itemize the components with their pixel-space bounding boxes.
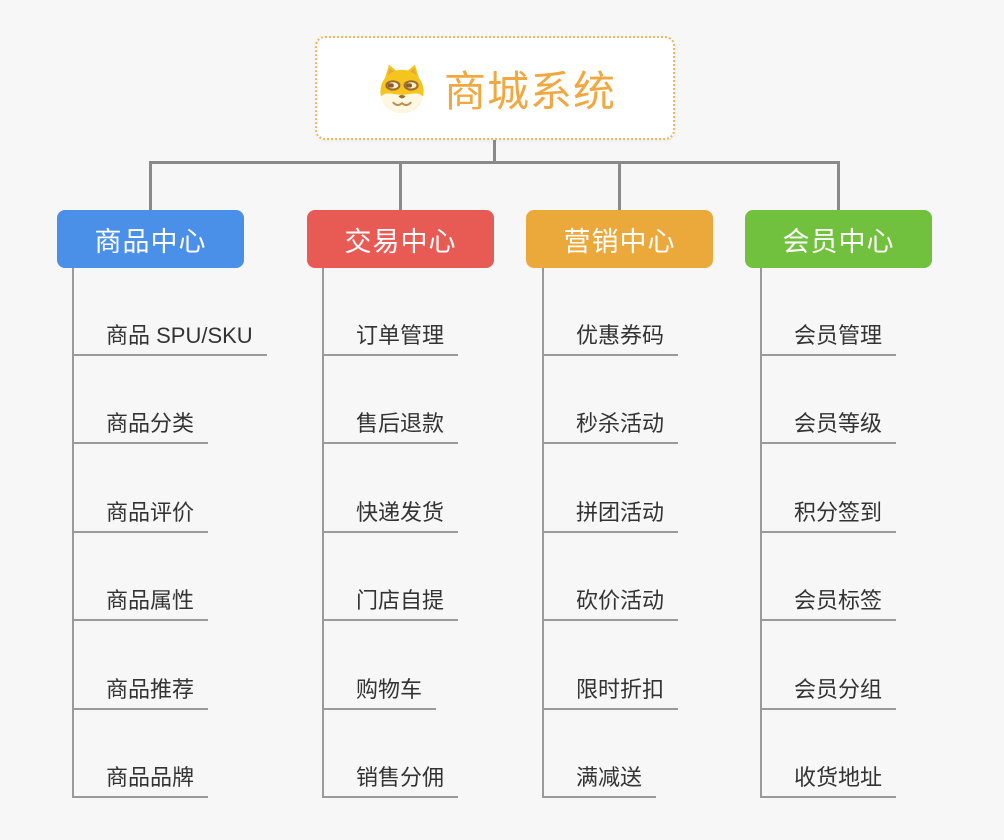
leaf-node[interactable]: 限时折扣 bbox=[542, 672, 679, 710]
leaf-node[interactable]: 满减送 bbox=[542, 760, 657, 798]
branch-node-marketing-center[interactable]: 营销中心 bbox=[526, 210, 713, 268]
leaf-node[interactable]: 商品品牌 bbox=[72, 760, 209, 798]
leaf-node[interactable]: 商品推荐 bbox=[72, 672, 209, 710]
leaf-node[interactable]: 拼团活动 bbox=[542, 495, 679, 533]
branch-drop-line bbox=[399, 161, 402, 210]
branch-node-member-center[interactable]: 会员中心 bbox=[745, 210, 932, 268]
leaf-node[interactable]: 门店自提 bbox=[322, 583, 459, 621]
leaf-node[interactable]: 售后退款 bbox=[322, 406, 459, 444]
leaf-node[interactable]: 秒杀活动 bbox=[542, 406, 679, 444]
root-connector-line bbox=[493, 140, 496, 163]
leaf-node[interactable]: 收货地址 bbox=[760, 760, 897, 798]
branch-bus-line bbox=[149, 161, 840, 164]
branch-drop-line bbox=[149, 161, 152, 210]
leaf-node[interactable]: 快递发货 bbox=[322, 495, 459, 533]
leaf-node[interactable]: 商品 SPU/SKU bbox=[72, 318, 267, 356]
branch-drop-line bbox=[618, 161, 621, 210]
branch-node-product-center[interactable]: 商品中心 bbox=[57, 210, 244, 268]
root-topic-title: 商城系统 bbox=[443, 67, 616, 115]
leaf-node[interactable]: 订单管理 bbox=[322, 318, 459, 356]
leaf-node[interactable]: 积分签到 bbox=[760, 495, 897, 533]
leaf-node[interactable]: 优惠券码 bbox=[542, 318, 679, 356]
leaf-node[interactable]: 会员等级 bbox=[760, 406, 897, 444]
leaf-node[interactable]: 商品属性 bbox=[72, 583, 209, 621]
leaf-node[interactable]: 购物车 bbox=[322, 672, 437, 710]
leaf-node[interactable]: 商品评价 bbox=[72, 495, 209, 533]
leaf-node[interactable]: 销售分佣 bbox=[322, 760, 459, 798]
branch-node-trade-center[interactable]: 交易中心 bbox=[307, 210, 494, 268]
leaf-node[interactable]: 砍价活动 bbox=[542, 583, 679, 621]
leaf-node[interactable]: 商品分类 bbox=[72, 406, 209, 444]
leaf-node[interactable]: 会员分组 bbox=[760, 672, 897, 710]
leaf-node[interactable]: 会员管理 bbox=[760, 318, 897, 356]
root-topic-node[interactable]: 商城系统 bbox=[315, 36, 675, 140]
branch-drop-line bbox=[837, 161, 840, 210]
leaf-node[interactable]: 会员标签 bbox=[760, 583, 897, 621]
doge-icon bbox=[380, 64, 424, 114]
